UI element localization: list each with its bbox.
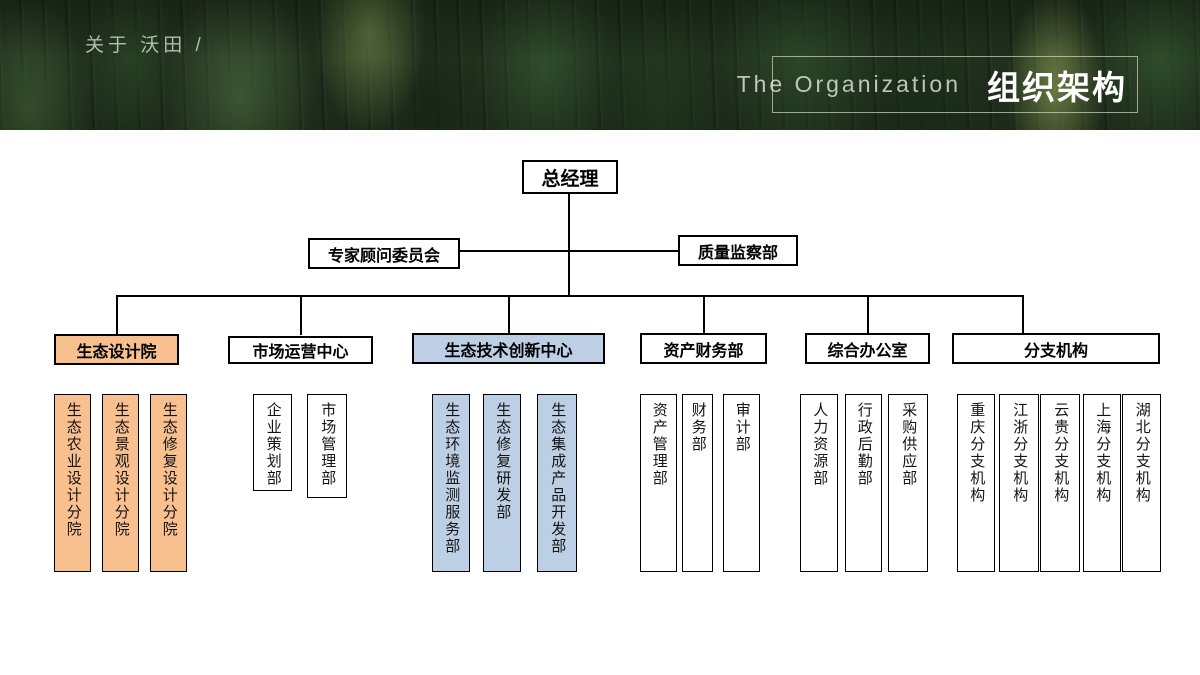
connector-drop-2 [300, 295, 302, 335]
sub-dept-box: 生态景观设计分院 [102, 394, 139, 572]
sub-dept-label: 生态景观设计分院 [112, 402, 130, 538]
sub-dept-box: 上海分支机构 [1083, 394, 1121, 572]
org-box-label: 质量监察部 [697, 244, 778, 262]
dept-header-eco-design: 生态设计院 [54, 334, 179, 365]
sub-dept-box: 生态修复设计分院 [150, 394, 187, 572]
sub-dept-box: 企业策划部 [253, 394, 292, 491]
forest-photo: 关于 沃田 / The Organization 组织架构 [0, 0, 1200, 130]
dept-header-label: 资产财务部 [663, 342, 744, 360]
sub-dept-box: 湖北分支机构 [1122, 394, 1161, 572]
dept-header-general-office: 综合办公室 [805, 333, 930, 364]
dept-header-asset-finance: 资产财务部 [640, 333, 767, 364]
sub-dept-box: 财务部 [682, 394, 713, 572]
sub-dept-box: 审计部 [723, 394, 760, 572]
org-box-general-manager: 总经理 [522, 160, 618, 194]
dept-header-market-operation: 市场运营中心 [228, 336, 373, 364]
sub-dept-label: 生态环境监测服务部 [443, 402, 461, 555]
sub-dept-box: 人力资源部 [800, 394, 838, 572]
connector-drop-4 [703, 295, 705, 335]
dept-header-eco-tech-innovation: 生态技术创新中心 [412, 333, 605, 364]
sub-dept-box: 资产管理部 [640, 394, 677, 572]
sub-dept-label: 企业策划部 [264, 402, 282, 487]
org-box-label: 专家顾问委员会 [327, 247, 440, 265]
sub-dept-label: 云贵分支机构 [1052, 402, 1070, 504]
sub-dept-label: 生态修复设计分院 [160, 402, 178, 538]
sub-dept-label: 审计部 [733, 402, 751, 453]
connector-drop-6 [1022, 295, 1024, 335]
dept-header-label: 分支机构 [1023, 342, 1088, 360]
sub-dept-label: 江浙分支机构 [1011, 402, 1029, 504]
connector-drop-1 [116, 295, 118, 335]
sub-dept-label: 采购供应部 [900, 402, 918, 487]
dept-header-label: 生态设计院 [76, 343, 157, 361]
banner-kicker: 关于 沃田 / [85, 35, 205, 56]
dept-header-label: 市场运营中心 [252, 344, 349, 361]
sub-dept-box: 市场管理部 [307, 394, 347, 498]
sub-dept-box: 生态集成产品开发部 [537, 394, 577, 572]
sub-dept-label: 湖北分支机构 [1133, 402, 1151, 504]
dept-header-branches: 分支机构 [952, 333, 1160, 364]
org-box-label: 总经理 [541, 168, 599, 190]
sub-dept-box: 采购供应部 [888, 394, 928, 572]
banner-title-en: The Organization [736, 71, 961, 97]
sub-dept-box: 生态环境监测服务部 [432, 394, 470, 572]
connector-drop-5 [867, 295, 869, 335]
org-box-quality-inspection: 质量监察部 [678, 235, 798, 266]
sub-dept-label: 重庆分支机构 [968, 402, 986, 504]
sub-dept-box: 云贵分支机构 [1040, 394, 1080, 572]
connector-main-horizontal [116, 295, 1024, 297]
connector-drop-3 [508, 295, 510, 335]
sub-dept-label: 生态集成产品开发部 [549, 402, 567, 555]
sub-dept-label: 生态农业设计分院 [64, 402, 82, 538]
dept-header-label: 综合办公室 [827, 342, 908, 360]
sub-dept-label: 行政后勤部 [855, 402, 873, 487]
sub-dept-label: 生态修复研发部 [494, 402, 512, 521]
org-box-expert-committee: 专家顾问委员会 [308, 238, 460, 269]
sub-dept-box: 生态农业设计分院 [54, 394, 91, 572]
connector-staff-horizontal [460, 250, 678, 252]
sub-dept-label: 人力资源部 [811, 402, 829, 487]
sub-dept-box: 行政后勤部 [845, 394, 882, 572]
sub-dept-label: 财务部 [689, 402, 707, 453]
sub-dept-label: 上海分支机构 [1094, 402, 1112, 504]
banner-title-box: The Organization 组织架构 [737, 56, 1138, 113]
sub-dept-box: 重庆分支机构 [957, 394, 995, 572]
sub-dept-box: 江浙分支机构 [999, 394, 1039, 572]
dept-header-label: 生态技术创新中心 [444, 342, 573, 360]
sub-dept-box: 生态修复研发部 [483, 394, 521, 572]
sub-dept-label: 资产管理部 [650, 402, 668, 487]
connector-root-vertical [568, 193, 570, 296]
page-title: 组织架构 [987, 68, 1127, 106]
sub-dept-label: 市场管理部 [319, 402, 337, 487]
